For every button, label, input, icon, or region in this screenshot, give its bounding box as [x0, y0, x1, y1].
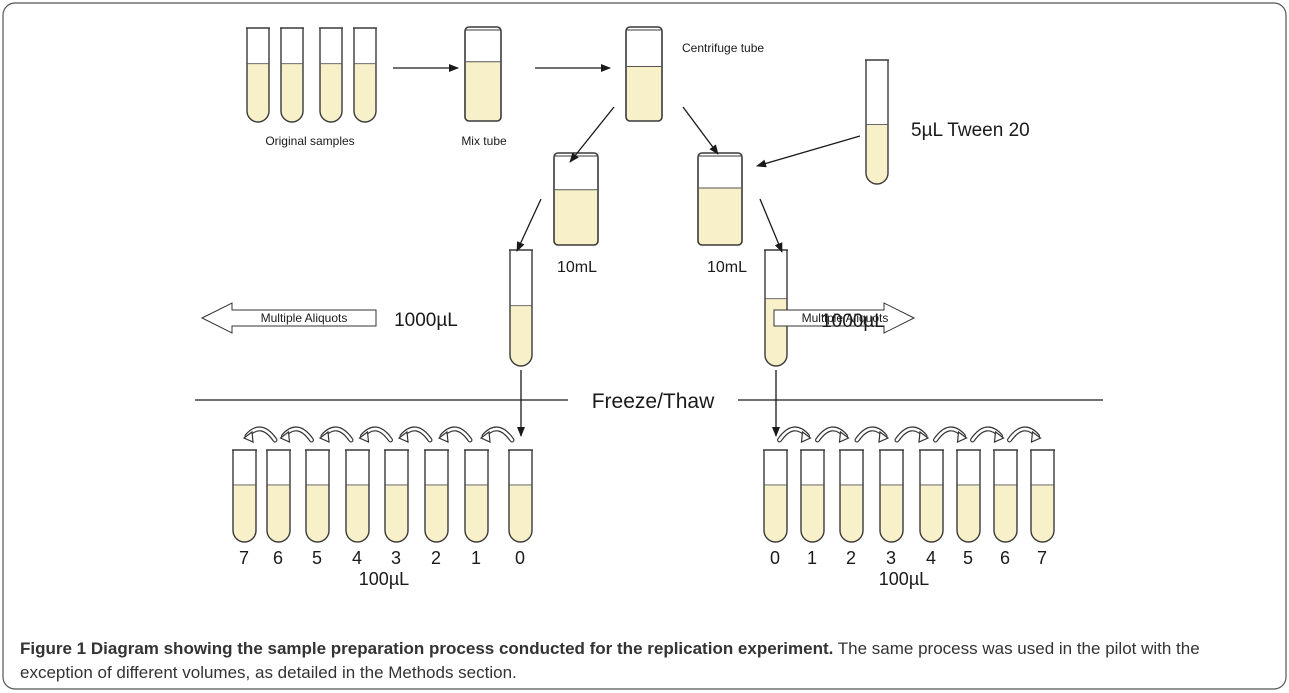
transfer-curve-arrowhead: [318, 430, 330, 443]
transfer-curve-arrowhead: [800, 430, 812, 443]
left-series-tube: [424, 449, 449, 543]
left-aliquots-arrow: [200, 302, 377, 334]
transfer-curve-arrowhead: [358, 430, 370, 443]
transfer-curve-arrowhead: [878, 430, 890, 443]
right-series-number: 1: [807, 548, 817, 568]
arrow-centrifuge-to-left-10ml: [569, 106, 615, 163]
mix-tube: [464, 26, 502, 122]
original-sample-tube: [353, 27, 377, 123]
right-series-tube: [993, 449, 1018, 543]
right-series-numbers: 0 1 2 3 4 5 6 7: [770, 548, 1047, 568]
left-series-number: 2: [431, 548, 441, 568]
right-series-tube: [1030, 449, 1055, 543]
right-series-tube: [839, 449, 864, 543]
right-series-tube: [879, 449, 904, 543]
right-10ml-label: 10mL: [707, 259, 747, 276]
caption-body: The same process was used in the pilot w…: [20, 639, 1200, 682]
transfer-curve-arrowhead: [993, 430, 1005, 443]
arrow-centrifuge-to-right-10ml: [682, 106, 719, 155]
right-series-number: 5: [963, 548, 973, 568]
right-series-tube: [919, 449, 944, 543]
left-series-number: 3: [391, 548, 401, 568]
transfer-curve-arrowhead: [918, 430, 930, 443]
transfer-curve-arrowhead: [838, 430, 850, 443]
transfer-curves: [242, 426, 1042, 443]
transfer-curve-arrowhead: [279, 430, 291, 443]
right-aliquots-label: Multiple Aliquots: [802, 311, 889, 325]
left-series-tube: [464, 449, 489, 543]
transfer-curve-arrowhead: [437, 430, 449, 443]
left-series-number: 7: [239, 548, 249, 568]
right-series-tube: [956, 449, 981, 543]
left-series-numbers: 7 6 5 4 3 2 1 0: [239, 548, 525, 568]
right-series-tube: [763, 449, 788, 543]
left-10ml-label: 10mL: [557, 259, 597, 276]
left-1000ul-label: 1000µL: [394, 310, 458, 331]
left-10ml-tube: [553, 152, 599, 246]
right-series-number: 2: [846, 548, 856, 568]
left-aliquots-label: Multiple Aliquots: [261, 311, 348, 325]
tween-tube: [865, 59, 889, 185]
tween-label: 5µL Tween 20: [911, 120, 1030, 141]
right-series-tube: [800, 449, 825, 543]
right-series-number: 6: [1000, 548, 1010, 568]
original-sample-tube: [246, 27, 270, 123]
left-series-number: 5: [312, 548, 322, 568]
right-series-number: 4: [926, 548, 936, 568]
left-100ul-label: 100µL: [359, 569, 409, 589]
right-series-number: 7: [1037, 548, 1047, 568]
left-series-tube: [266, 449, 291, 543]
left-series-tube: [508, 449, 533, 543]
right-1000ul-label: 1000µL: [821, 311, 885, 332]
left-series-number: 6: [273, 548, 283, 568]
left-series-tube: [384, 449, 409, 543]
transfer-curve-arrowhead: [397, 430, 409, 443]
figure-caption: Figure 1 Diagram showing the sample prep…: [20, 637, 1275, 685]
right-series-number: 3: [886, 548, 896, 568]
left-series-number: 0: [515, 548, 525, 568]
transfer-curve-arrowhead: [956, 430, 968, 443]
right-10ml-tube: [697, 152, 743, 246]
original-samples-label: Original samples: [265, 134, 354, 148]
original-sample-tube: [280, 27, 304, 123]
transfer-curve-arrowhead: [242, 430, 254, 443]
arrow-tween-to-right-10ml: [756, 135, 861, 168]
original-sample-tube: [319, 27, 343, 123]
transfer-curve-arrowhead: [479, 430, 491, 443]
freeze-thaw-label: Freeze/Thaw: [592, 390, 715, 413]
left-series-tube: [345, 449, 370, 543]
caption-number: Figure 1: [20, 639, 87, 658]
centrifuge-tube-label: Centrifuge tube: [682, 41, 764, 55]
centrifuge-tube: [625, 26, 663, 122]
caption-title: Diagram showing the sample preparation p…: [90, 639, 834, 658]
transfer-curve-arrowhead: [1030, 430, 1042, 443]
left-series-number: 4: [352, 548, 362, 568]
arrow-right-10ml-to-1000ul: [759, 198, 783, 253]
left-series-tube: [232, 449, 257, 543]
left-series-tube: [305, 449, 330, 543]
mix-tube-label: Mix tube: [461, 134, 507, 148]
right-aliquots-arrow: [773, 302, 916, 334]
left-1000ul-tube: [509, 249, 533, 367]
right-series-number: 0: [770, 548, 780, 568]
right-1000ul-tube: [764, 249, 788, 367]
tube-group: [232, 26, 1055, 543]
arrow-left-10ml-to-1000ul: [516, 198, 542, 252]
right-100ul-label: 100µL: [879, 569, 929, 589]
left-series-number: 1: [471, 548, 481, 568]
